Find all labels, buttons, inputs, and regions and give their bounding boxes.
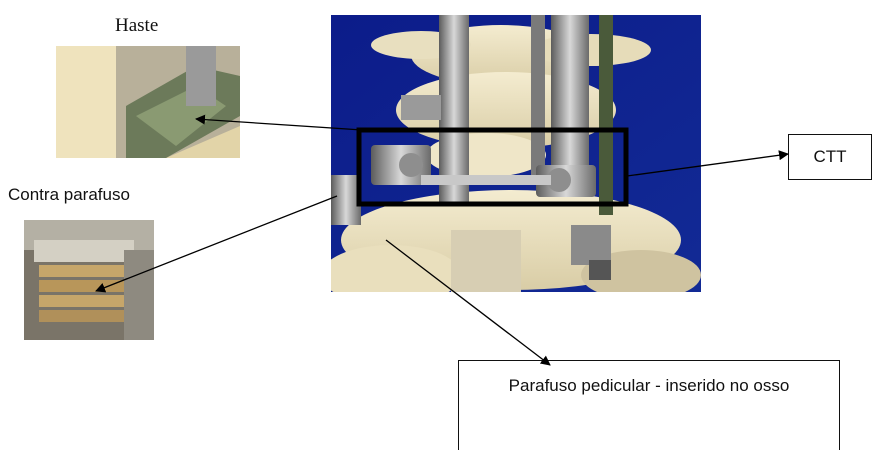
- arrow-to-ctt: [627, 154, 788, 176]
- arrow-to-contra-parafuso: [96, 196, 337, 291]
- arrow-to-haste: [196, 119, 362, 130]
- arrow-to-parafuso-pedicular: [386, 240, 550, 365]
